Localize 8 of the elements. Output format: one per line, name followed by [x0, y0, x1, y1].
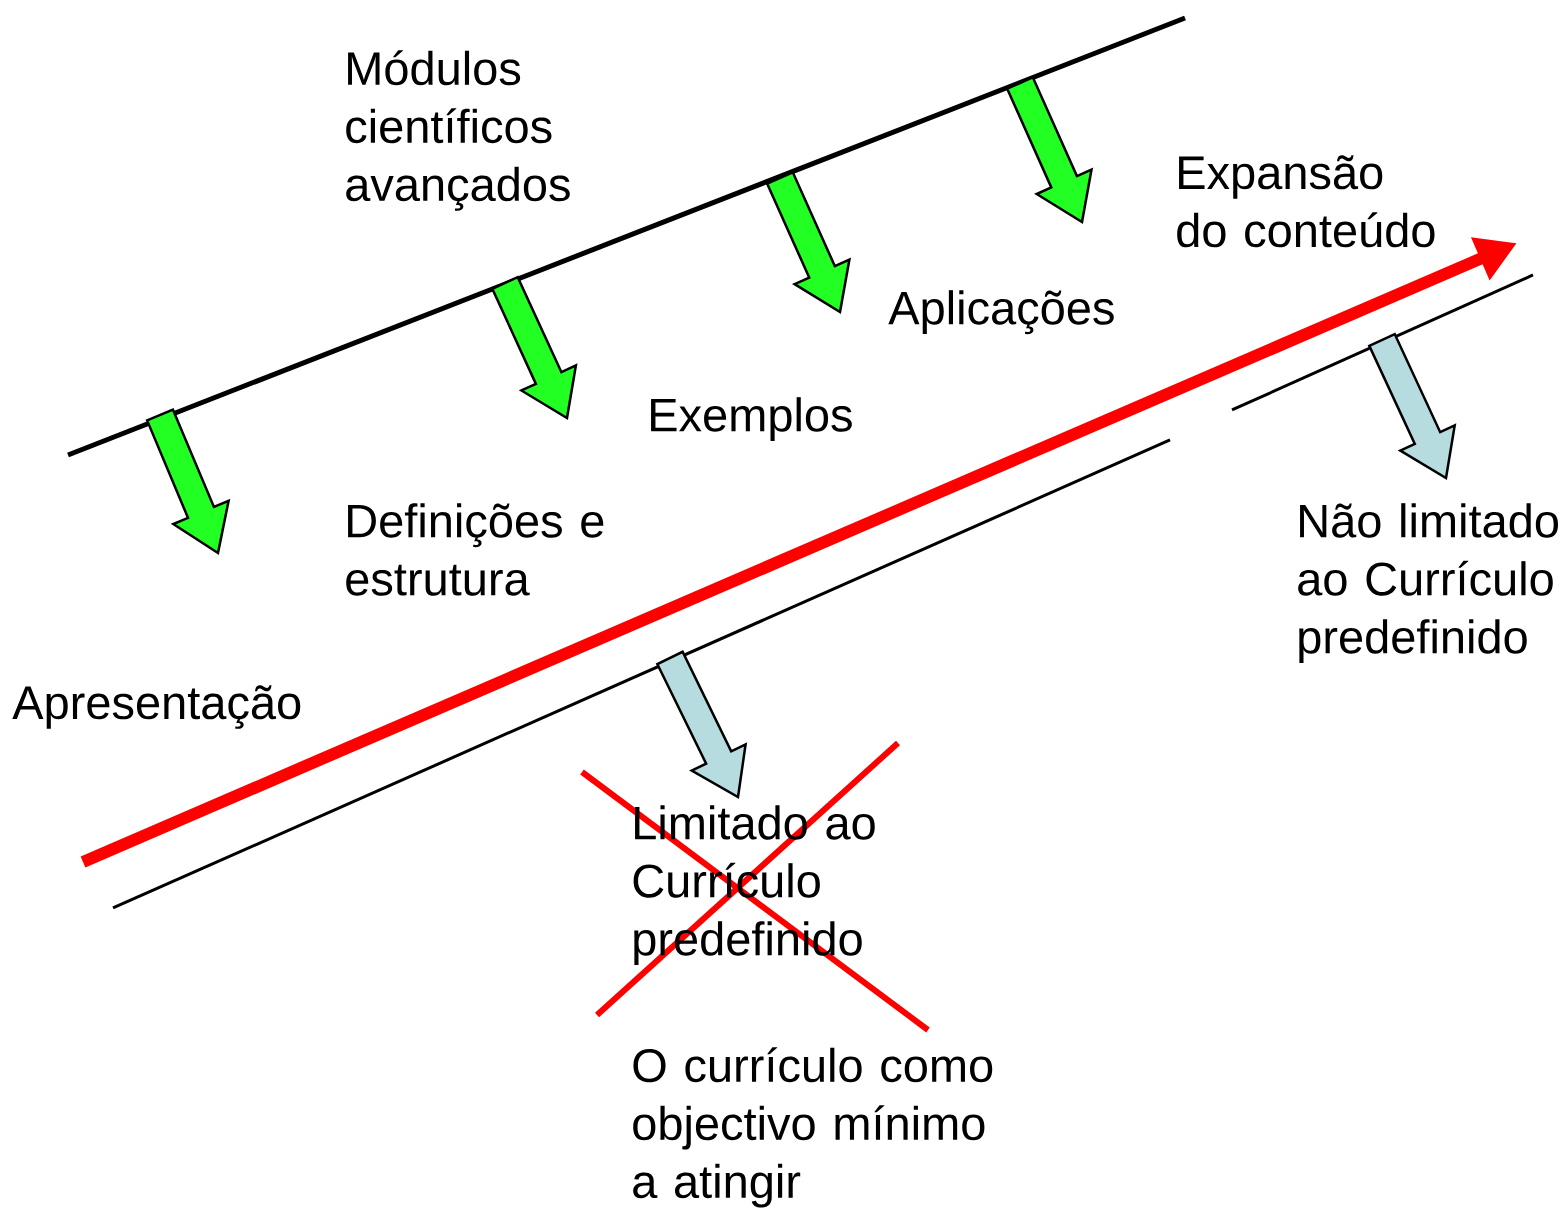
label-text: O currículo como objectivo mínimo a atingir [633, 1047, 993, 1208]
label-text: Apresentação [12, 685, 301, 729]
label-text: Definições e estrutura [346, 503, 604, 596]
label-text: Aplicações [888, 290, 1114, 335]
label-text: Expansão do conteúdo [1177, 155, 1435, 248]
label-text: Módulos científicos avançados [346, 50, 570, 211]
label-text: Exemplos [651, 397, 852, 441]
label-text: Não limitado ao Currículo predefinido [1298, 503, 1558, 663]
